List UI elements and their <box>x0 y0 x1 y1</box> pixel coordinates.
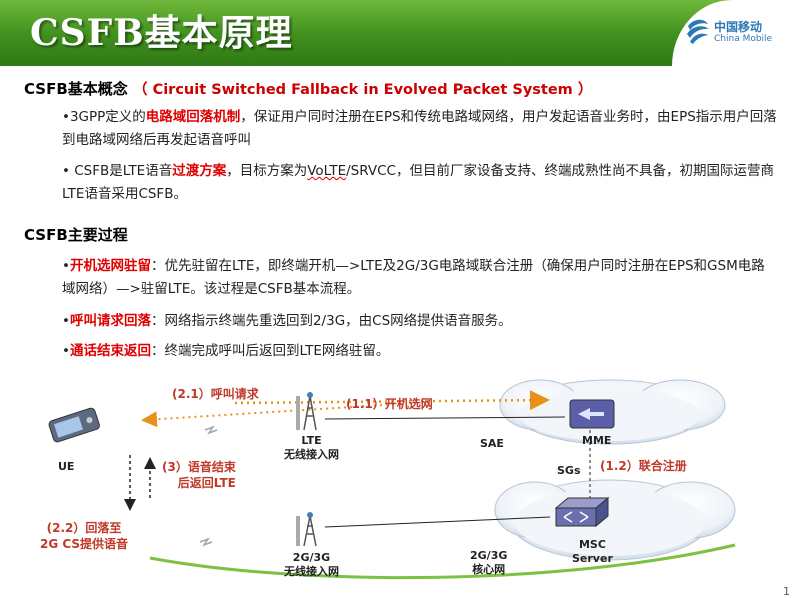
step-3-label-line1: (3）语音结束 <box>162 460 236 474</box>
section1-heading-en: （ Circuit Switched Fallback in Evolved P… <box>133 82 593 98</box>
section-heading-process: CSFB主要过程 <box>24 226 128 244</box>
lte-antenna-icon <box>296 392 317 431</box>
arrow-2-1-call-request <box>141 403 401 428</box>
lte-ran-label: LTE 无线接入网 <box>284 434 339 462</box>
bullet-text: ，保证用户同时注册在EPS和传统电路域网络，用户发起语音业务时，由EPS指示用户… <box>62 109 777 148</box>
core-2g3g-label: 2G/3G 核心网 <box>470 549 507 577</box>
bullet-text: • CSFB是LTE语音 <box>62 163 173 179</box>
ran-2g3g-label-line1: 2G/3G <box>292 551 331 564</box>
bullet-text: • <box>62 343 70 359</box>
bullet-highlight: 通话结束返回 <box>69 343 151 359</box>
msc-label-line1: MSC <box>578 538 606 551</box>
step-2-1-label: (2.1）呼叫请求 <box>172 387 259 401</box>
sgs-label: SGs <box>557 464 581 477</box>
lte-ran-label-line2: 无线接入网 <box>284 448 339 461</box>
sae-label: SAE <box>480 437 504 450</box>
step-1-1-label: (1.1）开机选网 <box>346 397 433 411</box>
bullet-text: ：网络指示终端先重选回到2/3G，由CS网络提供语音服务。 <box>150 313 512 329</box>
process-bullet-2: •呼叫请求回落：网络指示终端先重选回到2/3G，由CS网络提供语音服务。 <box>62 310 778 333</box>
ue-label: UE <box>58 460 75 473</box>
section-heading-concept: CSFB基本概念 （ Circuit Switched Fallback in … <box>24 78 592 99</box>
ue-phone-icon <box>48 407 100 443</box>
step-2-2-label: (2.2）回落至 2G CS提供语音 <box>40 520 128 552</box>
bullet-text: ，目标方案为 <box>226 163 308 179</box>
core-cloud-lower <box>494 479 736 561</box>
lte-to-mme-line <box>324 416 566 420</box>
process-bullet-1: •开机选网驻留：优先驻留在LTE，即终端开机—>LTE及2G/3G电路域联合注册… <box>62 255 778 301</box>
page-number: 1 <box>783 585 790 598</box>
china-mobile-logo: 中国移动 China Mobile <box>684 16 780 50</box>
bullet-text: •3GPP定义的 <box>62 109 146 125</box>
step-1-2-label: (1.2）联合注册 <box>600 459 687 473</box>
process-bullet-3: •通话结束返回：终端完成呼叫后返回到LTE网络驻留。 <box>62 340 778 363</box>
bullet-text: • <box>62 313 70 329</box>
header-bar <box>0 0 792 66</box>
bullet-text: ：终端完成呼叫后返回到LTE网络驻留。 <box>150 343 390 359</box>
bullet-highlight: 过渡方案 <box>172 163 227 179</box>
core-2g3g-label-line2: 核心网 <box>472 563 506 576</box>
voice-path-curve <box>149 543 736 580</box>
china-mobile-logo-icon <box>687 19 709 44</box>
step-3-label: (3）语音结束 后返回LTE <box>162 459 236 491</box>
msc-switch-icon <box>554 496 610 528</box>
mme-label: MME <box>582 434 612 447</box>
arrow-1-1-attach <box>234 390 550 411</box>
radio-wave-icon <box>199 425 218 547</box>
concept-bullet-2: • CSFB是LTE语音过渡方案，目标方案为VoLTE/SRVCC，但目前厂家设… <box>62 160 778 206</box>
ran-2g3g-antenna-icon <box>296 512 317 547</box>
bullet-text: • <box>62 258 70 274</box>
step-3-label-line2: 后返回LTE <box>177 476 236 490</box>
msc-label-line2: Server <box>572 552 613 565</box>
step-2-2-label-line2: 2G CS提供语音 <box>40 537 129 551</box>
csfb-network-diagram: UE LTE 无线接入网 SAE MME SGs MSC Server 2G/3… <box>0 370 792 598</box>
bullet-highlight: 开机选网驻留 <box>69 258 151 274</box>
ran-2g3g-label-line2: 无线接入网 <box>284 565 339 578</box>
section1-heading-text: CSFB基本概念 <box>24 80 128 98</box>
logo-text-en: China Mobile <box>714 34 773 44</box>
logo-text-cn: 中国移动 <box>714 20 763 34</box>
bullet-highlight: 呼叫请求回落 <box>69 313 151 329</box>
mme-router-icon <box>569 399 615 429</box>
bullet-highlight: 电路域回落机制 <box>145 109 241 125</box>
concept-bullet-1: •3GPP定义的电路域回落机制，保证用户同时注册在EPS和传统电路域网络，用户发… <box>62 106 778 152</box>
core-2g3g-label-line1: 2G/3G <box>470 549 508 562</box>
diagram-graphics <box>48 379 736 580</box>
bullet-text: /SRVCC，但目前厂家设备支持、终端成熟性尚不具备，初期国际运营商LTE语音采… <box>62 163 774 202</box>
ran-to-msc-line <box>324 516 551 528</box>
lte-ran-label-line1: LTE <box>301 434 322 447</box>
ran-2g3g-label: 2G/3G 无线接入网 <box>284 551 339 579</box>
msc-label: MSC Server <box>572 538 613 566</box>
bullet-spellcheck-word: VoLTE <box>307 163 347 179</box>
page-title: CSFB基本原理 <box>30 12 293 54</box>
step-2-2-label-line1: (2.2）回落至 <box>46 521 122 535</box>
bullet-text: ：优先驻留在LTE，即终端开机—>LTE及2G/3G电路域联合注册（确保用户同时… <box>62 258 765 297</box>
